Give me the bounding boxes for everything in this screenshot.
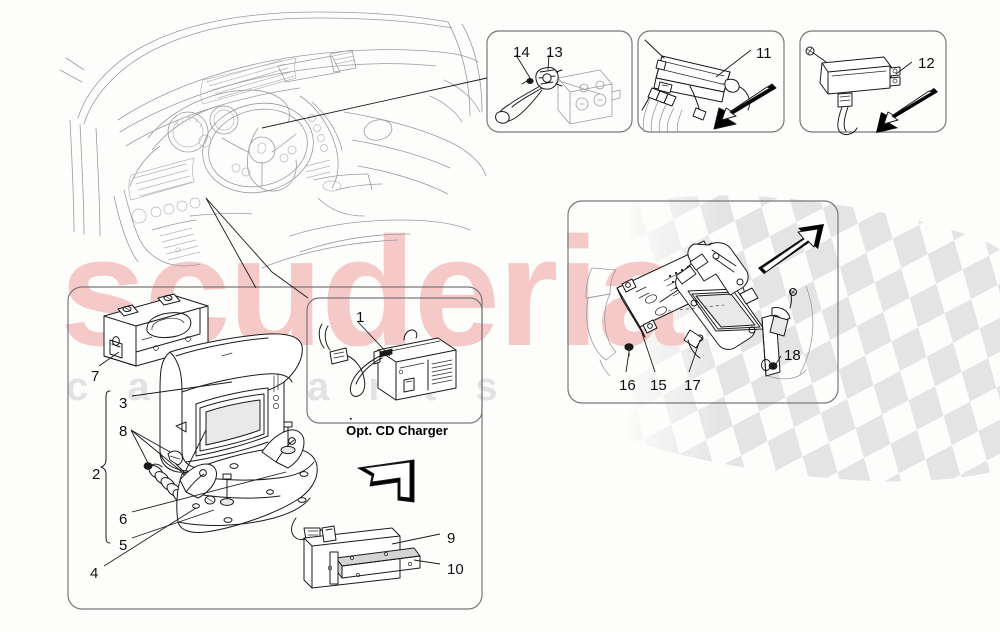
screw-center bbox=[220, 473, 234, 506]
callout-6: 6 bbox=[119, 511, 128, 528]
part-display-assembly bbox=[585, 224, 824, 380]
callout-17: 17 bbox=[684, 377, 701, 394]
callout-5: 5 bbox=[119, 537, 128, 554]
part-cd-changer bbox=[318, 321, 457, 401]
callout-2: 2 bbox=[92, 466, 101, 483]
part-front-trim-panel bbox=[131, 333, 303, 473]
part-drawer-unit bbox=[291, 517, 441, 589]
callout-10: 10 bbox=[447, 561, 464, 578]
callout-13: 13 bbox=[546, 44, 563, 61]
part-support-plate bbox=[103, 421, 318, 567]
callout-18: 18 bbox=[784, 347, 801, 364]
callout-4: 4 bbox=[90, 565, 99, 582]
callout-12: 12 bbox=[918, 55, 935, 72]
panel-border-module bbox=[799, 30, 947, 133]
panel-border-display bbox=[567, 200, 839, 404]
callout-9: 9 bbox=[447, 530, 456, 547]
callout-7: 7 bbox=[91, 368, 100, 385]
panel-border-main bbox=[67, 286, 483, 610]
callout-14: 14 bbox=[513, 44, 530, 61]
leader-lines-vehicle bbox=[205, 77, 488, 299]
screw-upper-right bbox=[280, 421, 296, 455]
part-antenna-module bbox=[641, 39, 777, 133]
callout-3: 3 bbox=[119, 395, 128, 412]
callout-8: 8 bbox=[119, 423, 128, 440]
direction-arrow-main bbox=[357, 459, 415, 503]
panel-border-connector bbox=[486, 30, 633, 133]
callout-11: 11 bbox=[756, 45, 772, 62]
callout-1: 1 bbox=[356, 309, 365, 326]
panel-border-cdchanger bbox=[306, 297, 483, 424]
callout-16: 16 bbox=[619, 377, 636, 394]
part-control-module bbox=[805, 46, 938, 136]
part-connector-assembly bbox=[495, 54, 621, 125]
panel-border-antenna bbox=[637, 30, 785, 133]
cd-changer-caption-line2: Opt. CD Charger bbox=[346, 422, 448, 438]
group-bracket-2 bbox=[100, 390, 111, 544]
callout-15: 15 bbox=[650, 377, 667, 394]
vehicle-interior-drawing bbox=[59, 11, 487, 269]
